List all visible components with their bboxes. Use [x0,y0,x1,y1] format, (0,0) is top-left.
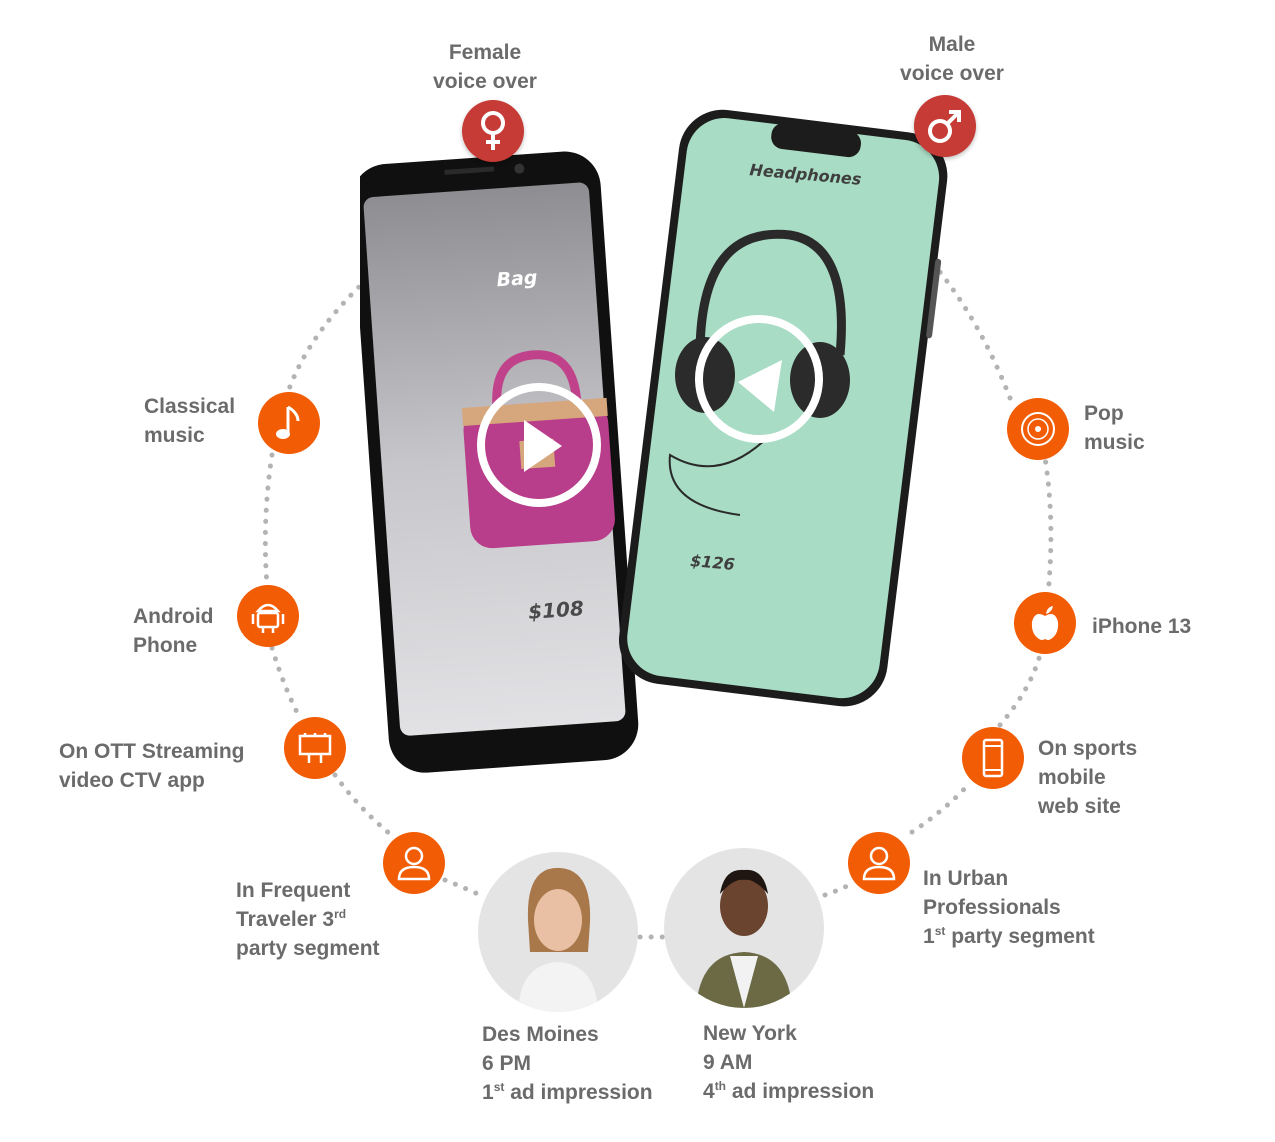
ott-label: On OTT Streaming video CTV app [59,737,245,795]
pop-music-label: Pop music [1084,399,1145,457]
ott-line-1: On OTT Streaming [59,740,245,763]
pop-line-2: music [1084,431,1145,454]
sports-line-3: web site [1038,795,1121,818]
urban-line-3: 1st party segment [923,922,1095,951]
android-product-title: Bag [495,266,539,292]
des-moines-impression-num: 1 [482,1081,494,1104]
des-moines-impression-sup: st [493,1080,505,1094]
vinyl-disc-icon [1007,398,1069,460]
new-york-impression-num: 4 [703,1080,715,1103]
ott-line-2: video CTV app [59,769,205,792]
person-icon [848,832,910,894]
new-york-impression: 4th ad impression [703,1077,874,1106]
music-note-icon [258,392,320,454]
new-york-label: New York 9 AM 4th ad impression [703,1019,874,1106]
sports-line-2: mobile [1038,766,1106,789]
traveler-segment-label: In Frequent Traveler 3rd party segment [236,876,380,963]
des-moines-city: Des Moines [482,1023,599,1046]
female-voice-label: Female voice over [415,38,555,96]
billboard-icon [284,717,346,779]
traveler-line-2-text: Traveler 3 [236,908,335,931]
apple-icon [1014,592,1076,654]
smartphone-icon [962,727,1024,789]
iphone13-label: iPhone 13 [1092,615,1192,638]
new-york-time: 9 AM [703,1051,753,1074]
android-play-button[interactable] [474,380,604,510]
classical-line-2: music [144,424,205,447]
urban-line-3-num: 1 [923,925,935,948]
urban-line-3-text: party segment [945,925,1095,948]
android-phone-label: Android Phone [133,602,213,660]
female-voice-line-2: voice over [433,70,537,93]
new-york-impression-text: ad impression [726,1080,875,1103]
iphone-device [618,109,948,707]
male-voice-line-2: voice over [900,62,1004,85]
male-symbol-icon [914,95,976,157]
traveler-line-1: In Frequent [236,879,351,902]
new-york-city: New York [703,1022,797,1045]
urban-segment-label: In Urban Professionals 1st party segment [923,864,1095,951]
classical-line-1: Classical [144,395,236,418]
traveler-line-3: party segment [236,937,380,960]
android-icon [237,585,299,647]
classical-music-label: Classical music [144,392,235,450]
des-moines-label: Des Moines 6 PM 1st ad impression [482,1020,653,1107]
des-moines-impression-text: ad impression [504,1081,653,1104]
traveler-line-2-sup: rd [334,907,347,921]
urban-line-3-sup: st [934,924,946,938]
sports-site-label: On sports mobile web site [1038,734,1137,821]
male-voice-line-1: Male [928,33,976,56]
male-voice-label: Male voice over [882,30,1022,88]
urban-line-2: Professionals [923,896,1061,919]
new-york-impression-sup: th [714,1079,727,1093]
female-symbol-icon [462,100,524,162]
iphone-play-button[interactable] [692,312,827,447]
des-moines-impression: 1st ad impression [482,1078,653,1107]
sports-line-1: On sports [1038,737,1138,760]
woman-avatar [478,852,638,1012]
female-voice-line-1: Female [448,41,522,64]
man-avatar [664,848,824,1008]
des-moines-time: 6 PM [482,1052,532,1075]
pop-line-1: Pop [1084,402,1124,425]
traveler-line-2: Traveler 3rd [236,905,380,934]
android-line-1: Android [133,605,214,628]
urban-line-1: In Urban [923,867,1009,890]
android-line-2: Phone [133,634,198,657]
person-icon [383,832,445,894]
